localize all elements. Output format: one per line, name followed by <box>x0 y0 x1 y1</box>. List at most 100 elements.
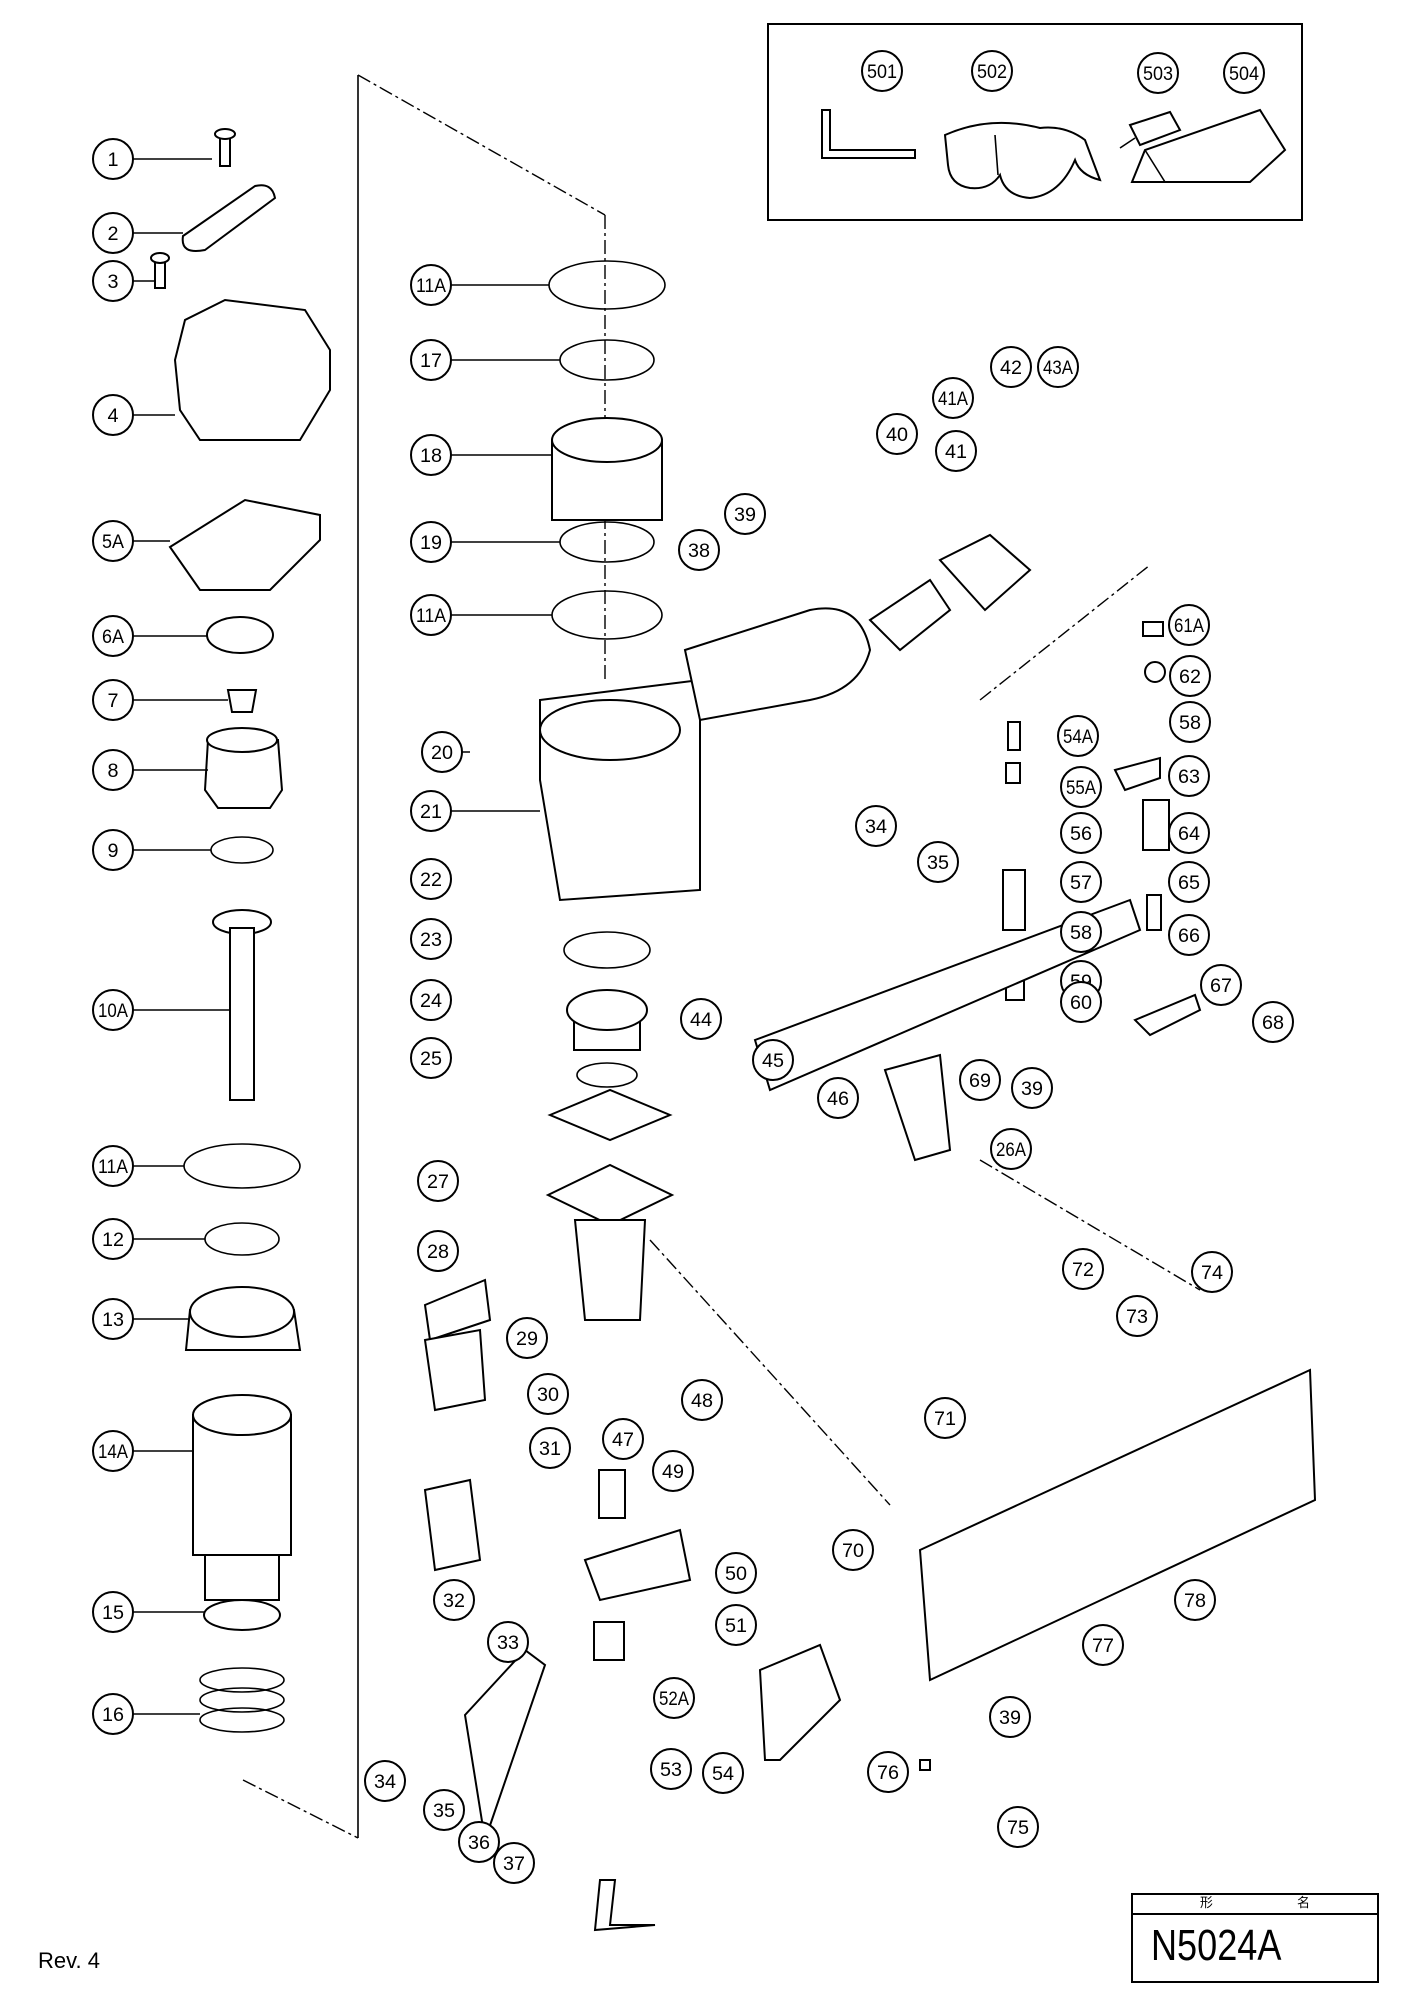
callout-label: 38 <box>688 541 710 562</box>
part-callout: 5A <box>92 520 134 562</box>
part-callout: 15 <box>92 1591 134 1633</box>
part-callout: 31 <box>529 1427 571 1469</box>
model-header: 形 名 <box>1133 1895 1377 1915</box>
center-column-parts <box>423 260 872 1932</box>
callout-label: 40 <box>886 425 908 446</box>
part-callout: 25 <box>410 1037 452 1079</box>
part-callout: 71 <box>924 1397 966 1439</box>
part-callout: 42 <box>990 346 1032 388</box>
callout-label: 37 <box>503 1854 525 1875</box>
part-callout: 47 <box>602 1418 644 1460</box>
part-callout: 9 <box>92 829 134 871</box>
callout-label: 4 <box>108 406 119 427</box>
callout-label: 56 <box>1070 824 1092 845</box>
part-callout: 39 <box>724 493 766 535</box>
part-callout: 29 <box>506 1317 548 1359</box>
callout-label: 52A <box>659 1689 689 1710</box>
part-callout: 58 <box>1060 911 1102 953</box>
part-callout: 44 <box>680 998 722 1040</box>
callout-label: 69 <box>969 1071 991 1092</box>
part-callout: 12 <box>92 1218 134 1260</box>
callout-label: 19 <box>420 533 442 554</box>
part-callout: 45 <box>752 1039 794 1081</box>
part-callout: 10A <box>92 989 134 1031</box>
part-callout: 27 <box>417 1160 459 1202</box>
part-callout: 17 <box>410 339 452 381</box>
callout-label: 12 <box>102 1230 124 1251</box>
part-callout: 55A <box>1060 766 1102 808</box>
callout-label: 6A <box>102 627 124 648</box>
callout-label: 58 <box>1070 923 1092 944</box>
part-callout: 46 <box>817 1077 859 1119</box>
callout-label: 17 <box>420 351 442 372</box>
part-callout: 57 <box>1060 861 1102 903</box>
part-callout: 34 <box>855 805 897 847</box>
part-callout: 34 <box>364 1760 406 1802</box>
callout-label: 77 <box>1092 1636 1114 1657</box>
callout-label: 33 <box>497 1633 519 1654</box>
part-callout: 8 <box>92 749 134 791</box>
manual-icon <box>1130 108 1287 183</box>
callout-label: 501 <box>867 62 897 83</box>
callout-label: 44 <box>690 1010 712 1031</box>
part-callout: 36 <box>458 1821 500 1863</box>
part-callout: 11A <box>92 1145 134 1187</box>
callout-label: 72 <box>1072 1260 1094 1281</box>
part-callout: 38 <box>678 529 720 571</box>
callout-label: 34 <box>374 1772 396 1793</box>
callout-label: 28 <box>427 1242 449 1263</box>
part-callout: 37 <box>493 1842 535 1884</box>
part-callout: 28 <box>417 1230 459 1272</box>
callout-label: 75 <box>1007 1818 1029 1839</box>
part-callout: 61A <box>1168 604 1210 646</box>
callout-label: 70 <box>842 1541 864 1562</box>
part-callout: 24 <box>410 979 452 1021</box>
part-callout: 54 <box>702 1752 744 1794</box>
callout-label: 15 <box>102 1603 124 1624</box>
callout-label: 41A <box>938 389 968 410</box>
callout-label: 16 <box>102 1705 124 1726</box>
callout-label: 9 <box>108 841 119 862</box>
callout-label: 31 <box>539 1439 561 1460</box>
part-callout: 16 <box>92 1693 134 1735</box>
callout-label: 11A <box>98 1157 128 1178</box>
part-callout: 30 <box>527 1373 569 1415</box>
callout-label: 35 <box>927 853 949 874</box>
part-callout: 66 <box>1168 914 1210 956</box>
part-callout: 4 <box>92 394 134 436</box>
part-callout: 33 <box>487 1621 529 1663</box>
part-callout: 49 <box>652 1450 694 1492</box>
callout-label: 502 <box>977 62 1007 83</box>
callout-label: 42 <box>1000 358 1022 379</box>
callout-label: 7 <box>108 691 119 712</box>
callout-label: 65 <box>1178 873 1200 894</box>
part-callout: 18 <box>410 434 452 476</box>
callout-label: 43A <box>1043 358 1073 379</box>
callout-label: 11A <box>416 606 446 627</box>
callout-label: 21 <box>420 802 442 823</box>
left-column-parts <box>150 128 331 1733</box>
callout-label: 24 <box>420 991 442 1012</box>
callout-label: 41 <box>945 442 967 463</box>
callout-label: 23 <box>420 930 442 951</box>
callout-label: 54A <box>1063 727 1093 748</box>
callout-label: 53 <box>660 1760 682 1781</box>
callout-label: 35 <box>433 1801 455 1822</box>
callout-label: 66 <box>1178 926 1200 947</box>
part-callout: 77 <box>1082 1624 1124 1666</box>
callout-label: 49 <box>662 1462 684 1483</box>
callout-label: 20 <box>431 743 453 764</box>
part-callout: 63 <box>1168 755 1210 797</box>
part-callout: 50 <box>715 1552 757 1594</box>
callout-label: 1 <box>108 150 119 171</box>
part-callout: 60 <box>1060 981 1102 1023</box>
part-callout: 74 <box>1191 1251 1233 1293</box>
part-callout: 39 <box>1011 1067 1053 1109</box>
callout-label: 76 <box>877 1763 899 1784</box>
part-callout: 72 <box>1062 1248 1104 1290</box>
callout-label: 26A <box>996 1140 1026 1161</box>
part-callout: 22 <box>410 858 452 900</box>
callout-label: 54 <box>712 1764 734 1785</box>
part-callout: 53 <box>650 1748 692 1790</box>
